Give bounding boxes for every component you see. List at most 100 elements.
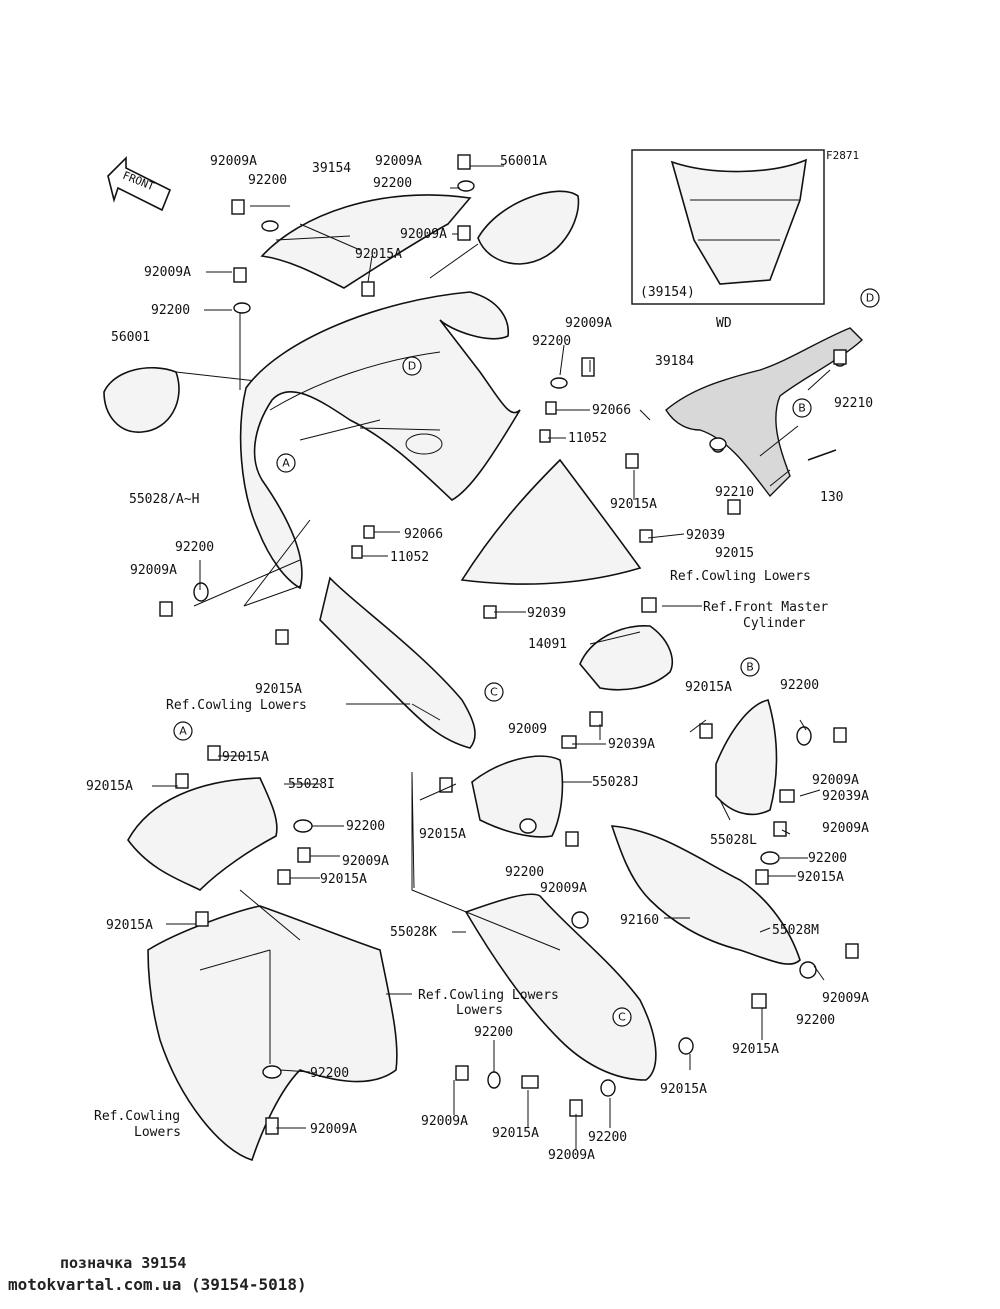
part-label: 92015A (222, 750, 269, 765)
windshield-39154 (260, 194, 472, 289)
part-label: 92009A (822, 991, 869, 1006)
part-label: 56001 (111, 330, 150, 345)
leader-lines (152, 165, 831, 1150)
reference-labels: Ref.Cowling Lowers Ref.Front Master Cyli… (94, 569, 828, 1140)
part-label: 92200 (532, 334, 571, 349)
watermark-line-2: motokvartal.com.ua (39154-5018) (8, 1275, 307, 1294)
ref-label: Lowers (134, 1125, 181, 1140)
part-label: 92015A (610, 497, 657, 512)
part-label: 92200 (808, 851, 847, 866)
part-label: 92066 (404, 527, 443, 542)
inner-cover-55028j (471, 755, 564, 838)
inset-caption: WD (716, 316, 732, 331)
part-label: 92015A (355, 247, 402, 262)
ref-label: Ref.Cowling Lowers (166, 698, 307, 713)
callout-d-2: D (408, 360, 416, 373)
callout-c-2: C (618, 1011, 626, 1024)
part-label: 92015A (660, 1082, 707, 1097)
part-label: 92009A (565, 316, 612, 331)
part-label: 55028M (772, 923, 819, 938)
part-label: 92210 (834, 396, 873, 411)
part-label: 92015A (732, 1042, 779, 1057)
callout-a-1: A (282, 457, 290, 470)
part-label: 92200 (248, 173, 287, 188)
part-label: 55028I (288, 777, 335, 792)
part-label: Lowers (456, 1003, 503, 1018)
front-arrow-label: FRONT (121, 169, 157, 194)
part-label: 92160 (620, 913, 659, 928)
part-label: 92009A (540, 881, 587, 896)
part-label: 14091 (528, 637, 567, 652)
part-label: 92200 (310, 1066, 349, 1081)
callout-b-1: B (798, 402, 806, 415)
callout-d-1: D (866, 292, 874, 305)
part-label: 92039 (686, 528, 725, 543)
part-label: 92015A (320, 872, 367, 887)
part-label: 92009A (822, 821, 869, 836)
part-label: 55028/A~H (129, 492, 199, 507)
inset-box: (39154) WD (631, 149, 825, 331)
part-label: 92015A (419, 827, 466, 842)
part-label: 92009A (375, 154, 422, 169)
part-label: 92015A (106, 918, 153, 933)
part-label: 92009A (144, 265, 191, 280)
part-label: 55028J (592, 775, 639, 790)
upper-cowling-55028ah (239, 291, 521, 590)
part-label: 92210 (715, 485, 754, 500)
part-label: 92200 (796, 1013, 835, 1028)
callout-a-2: A (179, 725, 187, 738)
duct-14091 (579, 625, 674, 691)
front-arrow-icon: FRONT (107, 156, 172, 212)
part-label: 92200 (346, 819, 385, 834)
part-label: 92200 (780, 678, 819, 693)
part-label: 11052 (390, 550, 429, 565)
lower-cowl-55028k (464, 893, 657, 1081)
part-number-labels: 92009A 39154 92009A 56001A 92200 92200 9… (86, 154, 873, 1163)
part-label: 92200 (373, 176, 412, 191)
side-panel-left (243, 519, 476, 749)
part-label: 92039A (822, 789, 869, 804)
part-label: 92039 (527, 606, 566, 621)
part-label: 92009A (812, 773, 859, 788)
lower-cowl-55028m (610, 825, 801, 965)
watermark-line-1: позначка 39154 (60, 1254, 187, 1272)
inset-part-label: (39154) (640, 285, 695, 300)
part-label: 92009A (210, 154, 257, 169)
callout-b-2: B (746, 661, 754, 674)
part-label: 92015A (86, 779, 133, 794)
part-label: 92200 (175, 540, 214, 555)
figure-code: F2871 (826, 149, 859, 162)
part-label: 92200 (505, 865, 544, 880)
bracket-39184 (665, 327, 864, 498)
part-label: 92015A (492, 1126, 539, 1141)
part-label: 92015A (255, 682, 302, 697)
part-label: Ref.Cowling Lowers (418, 988, 559, 1003)
part-label: 55028K (390, 925, 437, 940)
part-label: 39154 (312, 161, 351, 176)
windshield-inset-drawing (670, 158, 808, 285)
inner-panel-right (460, 458, 642, 585)
part-label: 92009A (421, 1114, 468, 1129)
part-label: 92039A (608, 737, 655, 752)
part-label: 92009 (508, 722, 547, 737)
ref-label: Cylinder (743, 616, 806, 631)
ref-label: Ref.Front Master (703, 600, 828, 615)
part-label: 55028L (710, 833, 757, 848)
part-label: 92009A (400, 227, 447, 242)
inner-cover-55028l (715, 699, 778, 816)
ref-label: Ref.Cowling Lowers (670, 569, 811, 584)
part-label: 92200 (474, 1025, 513, 1040)
part-label: 92200 (151, 303, 190, 318)
part-label: 92009A (310, 1122, 357, 1137)
lower-cowl-left (147, 889, 398, 1161)
part-label: 92009A (342, 854, 389, 869)
part-label: 92066 (592, 403, 631, 418)
part-label: 92009A (130, 563, 177, 578)
part-label: 39184 (655, 354, 694, 369)
inner-cover-55028i (127, 777, 278, 891)
mirror-56001a (429, 190, 580, 279)
callout-c-1: C (490, 686, 498, 699)
part-label: 92009A (548, 1148, 595, 1163)
